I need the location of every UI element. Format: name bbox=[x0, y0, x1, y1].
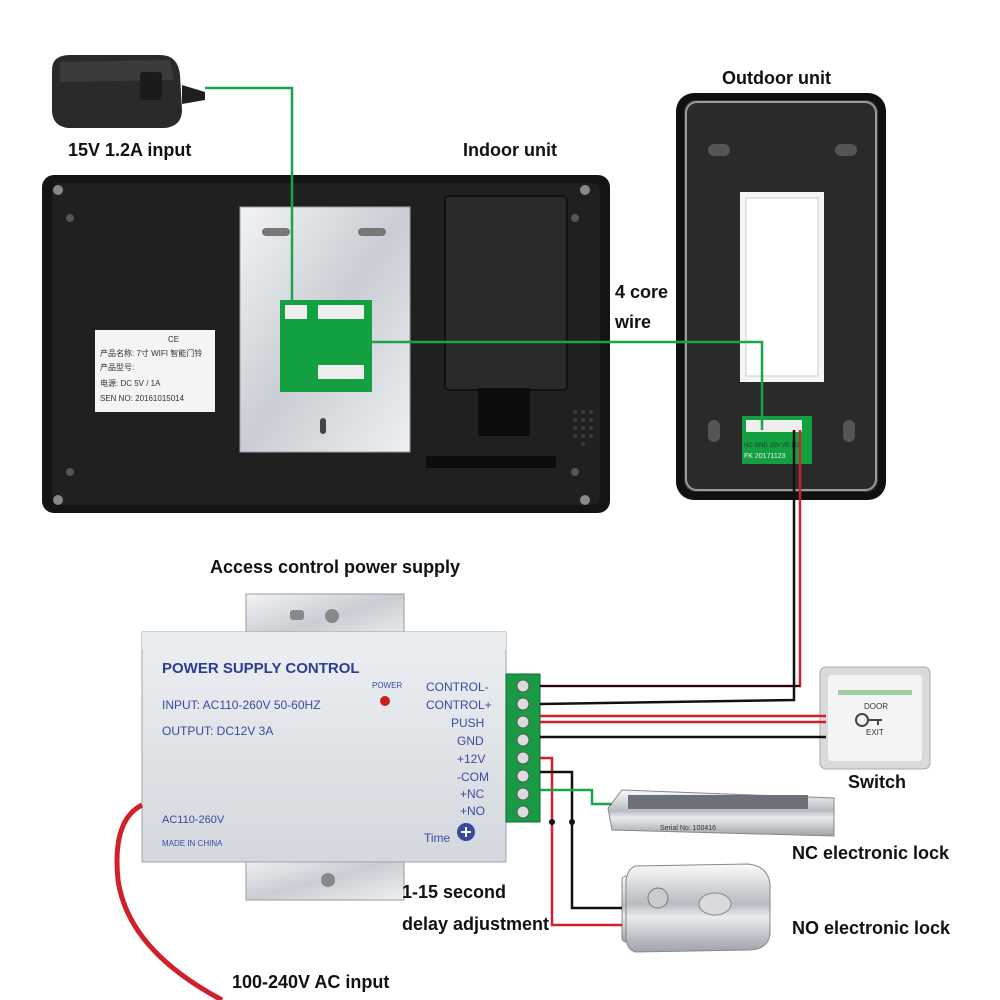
label-access-power: Access control power supply bbox=[210, 557, 460, 577]
psu-ac-label: AC110-260V bbox=[162, 814, 225, 826]
outdoor-unit: NC GND 15V VE LO FK 20171123 bbox=[676, 93, 886, 500]
outdoor-connector-board: NC GND 15V VE LO FK 20171123 bbox=[742, 416, 812, 464]
label-core-wire-2: wire bbox=[614, 312, 651, 332]
sticker-model-line: 产品型号: bbox=[100, 362, 134, 372]
power-supply-unit: POWER SUPPLY CONTROL INPUT: AC110-260V 5… bbox=[141, 593, 541, 901]
nc-magnetic-lock: Serial No: 100416 bbox=[607, 789, 835, 837]
terminal-label-nc: +NC bbox=[460, 787, 485, 801]
power-adapter bbox=[52, 55, 205, 128]
terminal-label-no: +NO bbox=[460, 804, 485, 818]
label-core-wire-1: 4 core bbox=[615, 282, 668, 302]
psu-time-label: Time bbox=[424, 831, 451, 845]
psu-power-label: POWER bbox=[372, 681, 402, 690]
sticker-sn-line: SEN NO: 20161015014 bbox=[100, 394, 185, 403]
label-no-lock: NO electronic lock bbox=[792, 918, 951, 938]
exit-switch: DOOR EXIT bbox=[819, 666, 931, 770]
terminal-label-push: PUSH bbox=[451, 716, 484, 730]
switch-bottom-text: EXIT bbox=[866, 728, 884, 737]
terminal-label-12v: +12V bbox=[457, 752, 485, 766]
label-nc-lock: NC electronic lock bbox=[792, 843, 950, 863]
terminal-label-com: -COM bbox=[457, 770, 489, 784]
switch-top-text: DOOR bbox=[864, 702, 888, 711]
label-ac-input: 100-240V AC input bbox=[232, 972, 389, 992]
terminal-label-control-minus: CONTROL- bbox=[426, 680, 489, 694]
psu-title: POWER SUPPLY CONTROL bbox=[162, 660, 360, 677]
nc-lock-serial: Serial No: 100416 bbox=[660, 825, 716, 832]
ce-mark: CE bbox=[168, 335, 179, 344]
indoor-sticker: CE 产品名称: 7寸 WIFI 智能门铃 产品型号: 电源: DC 5V / … bbox=[95, 330, 215, 412]
outdoor-code-text: FK 20171123 bbox=[744, 453, 786, 460]
label-switch: Switch bbox=[848, 772, 906, 792]
label-delay-1: 1-15 second bbox=[402, 882, 506, 902]
psu-output-line: OUTPUT: DC12V 3A bbox=[162, 724, 273, 738]
psu-input-line: INPUT: AC110-260V 50-60HZ bbox=[162, 698, 321, 712]
power-led bbox=[380, 696, 390, 706]
outdoor-pin-text: NC GND 15V VE LO bbox=[744, 443, 800, 449]
wires bbox=[114, 86, 826, 1000]
label-delay-2: delay adjustment bbox=[402, 914, 549, 934]
label-outdoor-unit: Outdoor unit bbox=[722, 68, 831, 88]
indoor-connector-board bbox=[280, 300, 372, 392]
terminal-label-gnd: GND bbox=[457, 734, 484, 748]
speaker-grill bbox=[573, 410, 593, 446]
label-adapter-input: 15V 1.2A input bbox=[68, 140, 191, 160]
sticker-power-line: 电源: DC 5V / 1A bbox=[100, 378, 161, 388]
labels: 15V 1.2A input Indoor unit Outdoor unit … bbox=[68, 68, 951, 992]
no-electric-lock bbox=[621, 863, 771, 953]
label-indoor-unit: Indoor unit bbox=[463, 140, 557, 160]
psu-made-in: MADE IN CHINA bbox=[162, 839, 223, 848]
terminal-label-control-plus: CONTROL+ bbox=[426, 698, 492, 712]
terminal-block bbox=[505, 673, 541, 823]
indoor-unit: CE 产品名称: 7寸 WIFI 智能门铃 产品型号: 电源: DC 5V / … bbox=[42, 175, 610, 513]
sticker-name-line: 产品名称: 7寸 WIFI 智能门铃 bbox=[100, 348, 202, 358]
